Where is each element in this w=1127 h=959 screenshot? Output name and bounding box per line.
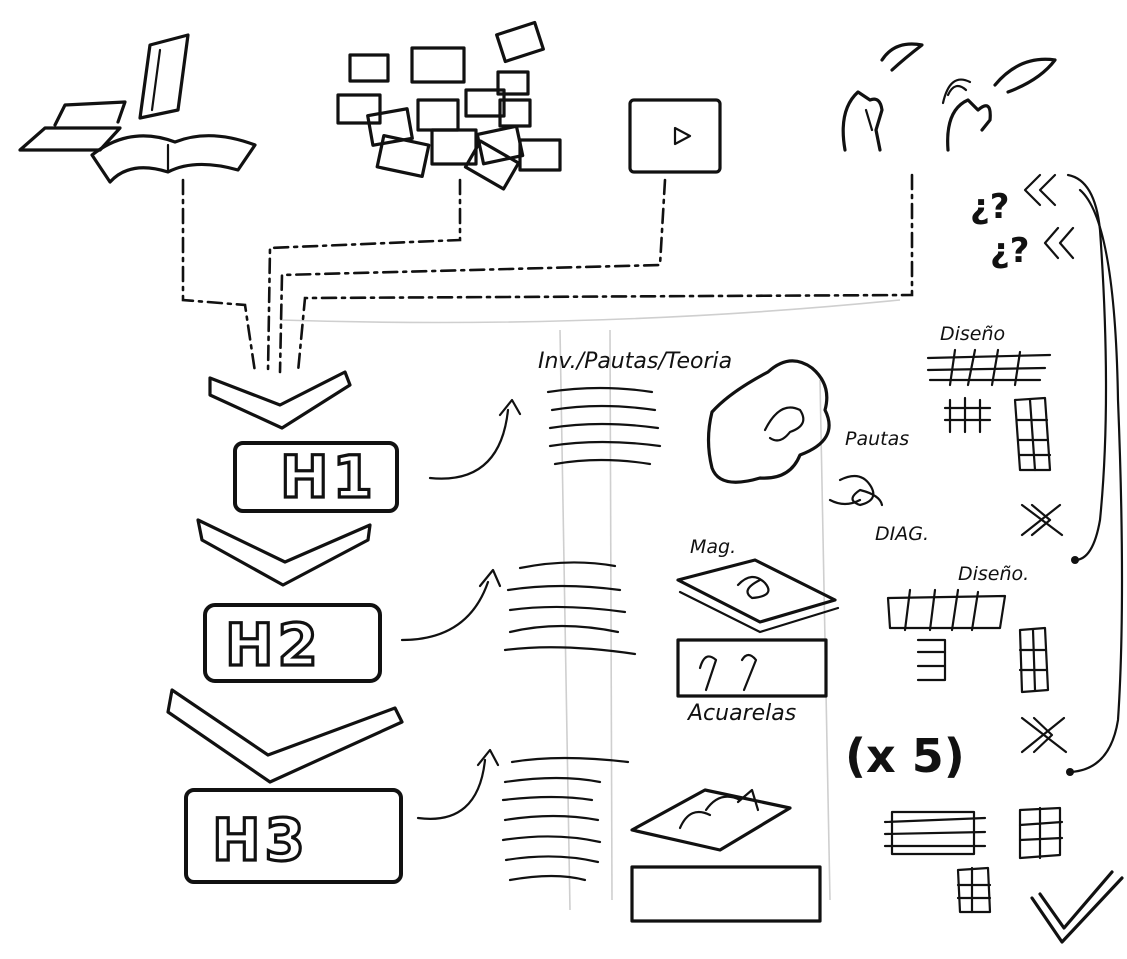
arrow-h2-to-content <box>402 570 500 640</box>
label-pautas: Pautas <box>845 428 909 450</box>
watercolor-frame-icon <box>678 640 826 696</box>
heading-h1: H1 <box>280 443 377 511</box>
grid-sketch-1 <box>928 350 1050 385</box>
question-mark-2: ¿? <box>990 231 1029 271</box>
text-lines-block-1 <box>548 388 660 464</box>
grid-sketch-5 <box>918 640 945 680</box>
grid-sketch-6 <box>1020 628 1048 692</box>
label-diag: DIAG. <box>875 523 929 545</box>
blob-diagram-icon <box>709 361 830 482</box>
arrow-h1-to-content <box>430 400 520 479</box>
feedback-loop-line <box>1066 175 1122 776</box>
check-mark-icon <box>1032 872 1122 942</box>
chevron-step-3 <box>168 690 402 782</box>
label-mag: Mag. <box>690 536 736 558</box>
text-lines-block-3 <box>503 758 628 880</box>
arrow-h3-to-content <box>418 750 498 819</box>
double-chevron-icon-1 <box>1025 175 1055 205</box>
grid-sketch-3 <box>1015 398 1050 470</box>
grid-sketch-2 <box>945 398 990 432</box>
books-icon <box>20 35 255 182</box>
heading-box-h2: H2 <box>205 605 380 681</box>
repeat-label: (x 5) <box>845 729 965 783</box>
heading-box-h1: H1 <box>235 443 397 511</box>
question-mark-1: ¿? <box>970 187 1009 227</box>
magazine-icon <box>678 560 838 632</box>
label-acuarelas: Acuarelas <box>686 701 796 726</box>
label-diseno-mid: Diseño. <box>958 563 1029 585</box>
heading-h3: H3 <box>212 806 309 874</box>
booklet-icon <box>632 790 790 850</box>
people-talking-icon <box>843 44 1055 150</box>
chevron-step-2 <box>198 520 370 585</box>
double-chevron-icon-2 <box>1045 228 1073 258</box>
heading-box-h3: H3 <box>186 790 401 882</box>
source-flow-lines <box>183 175 912 372</box>
empty-frame-icon <box>632 867 820 921</box>
text-lines-block-2 <box>505 562 635 654</box>
grid-sketch-4 <box>888 590 1005 630</box>
grid-sketch-7 <box>885 812 985 854</box>
label-diseno-top: Diseño <box>940 323 1005 345</box>
documents-pile-icon <box>338 23 560 189</box>
grid-sketch-8 <box>1020 808 1062 858</box>
x-mark-icon-1 <box>1022 505 1062 535</box>
video-player-icon <box>630 100 720 172</box>
x-mark-icon-2 <box>1022 718 1066 752</box>
grid-sketch-9 <box>958 868 990 912</box>
chevron-step-1 <box>210 372 350 428</box>
label-inv-pautas-teoria: Inv./Pautas/Teoria <box>538 349 732 374</box>
squiggle-diag-icon <box>830 476 882 505</box>
heading-h2: H2 <box>225 611 322 679</box>
